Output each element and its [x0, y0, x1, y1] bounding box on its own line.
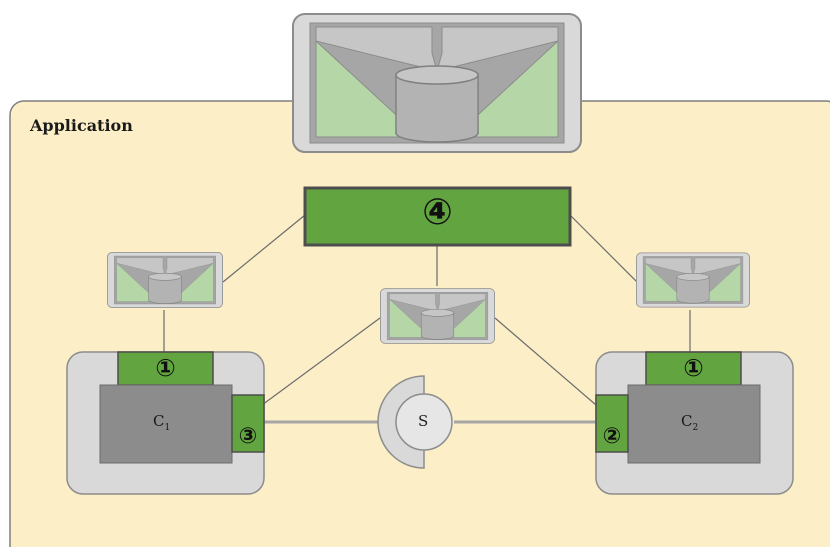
server-node [377, 375, 453, 469]
client2-side-label: ② [602, 424, 622, 449]
main-storage-icon [292, 13, 582, 153]
central-component-label: ④ [422, 192, 453, 233]
client1-top-label: ① [155, 354, 176, 382]
connection-lines [163, 214, 691, 406]
client1-label: C1 [153, 412, 171, 433]
storage-icon-right [636, 252, 750, 308]
application-label: Application [30, 116, 133, 135]
storage-icon-left [107, 251, 223, 309]
client2-label: C2 [681, 412, 699, 433]
client-node-2 [595, 351, 794, 495]
central-component [303, 186, 572, 247]
server-label: S [418, 412, 429, 430]
client1-side-label: ③ [238, 424, 258, 449]
client-node-1 [66, 351, 265, 495]
client2-top-label: ① [683, 354, 704, 382]
storage-icon-middle [380, 288, 495, 344]
